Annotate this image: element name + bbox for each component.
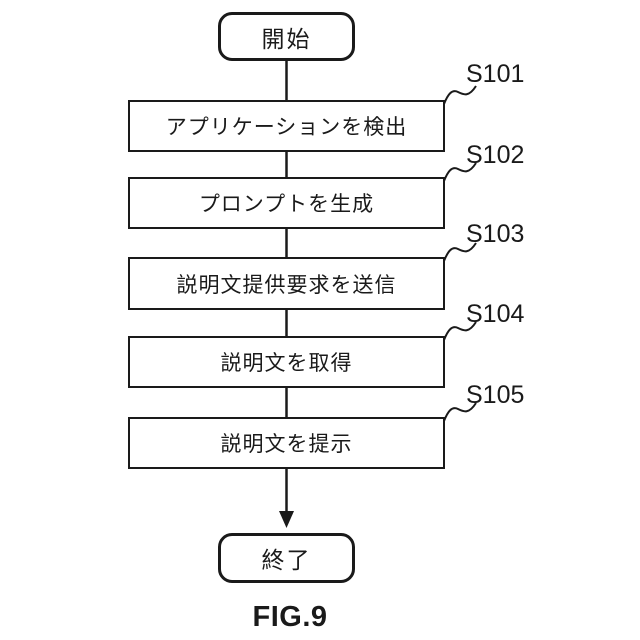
end-node: 終了 xyxy=(218,533,355,583)
step-label-s105: S105 xyxy=(466,381,525,409)
step-label-s102: S102 xyxy=(466,141,525,169)
leader-line-s104 xyxy=(443,321,477,341)
process-box-s103: 説明文提供要求を送信 xyxy=(128,257,445,310)
leader-line-s103 xyxy=(443,242,477,262)
step-label-s104: S104 xyxy=(466,300,525,328)
process-box-s101: アプリケーションを検出 xyxy=(128,100,445,152)
leader-line-s101 xyxy=(443,85,477,105)
figure-caption: FIG.9 xyxy=(252,601,328,633)
process-box-s104: 説明文を取得 xyxy=(128,336,445,388)
start-node: 開始 xyxy=(218,12,355,61)
leader-line-s102 xyxy=(443,162,477,182)
leader-line-s105 xyxy=(443,402,477,422)
arrow-head-icon xyxy=(279,511,294,528)
step-label-s101: S101 xyxy=(466,60,525,88)
step-label-s103: S103 xyxy=(466,220,525,248)
process-box-s102: プロンプトを生成 xyxy=(128,177,445,229)
process-box-s105: 説明文を提示 xyxy=(128,417,445,469)
